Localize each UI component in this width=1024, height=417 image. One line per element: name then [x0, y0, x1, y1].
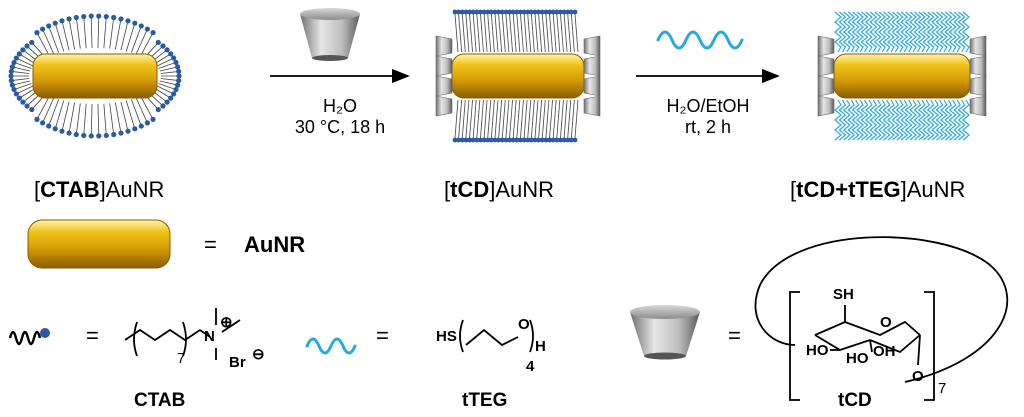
- stage-label-tcd-aunr: [tCD]AuNR: [444, 177, 555, 202]
- tcd-hydroxyl-3: OH: [873, 343, 896, 360]
- ctab-equals: =: [86, 323, 99, 348]
- ctab-symbol-icon: [8, 328, 50, 346]
- tteg-symbol-icon: [305, 337, 357, 355]
- tteg-hydrogen: H: [535, 338, 546, 355]
- tcd-equals: =: [728, 323, 741, 348]
- tcd-cup-icon: [630, 305, 700, 360]
- ctab-structure: [124, 308, 241, 360]
- tcd-aunr-figure: [435, 9, 601, 143]
- aunr-equals: =: [204, 232, 217, 257]
- tteg-thiol: HS: [436, 328, 457, 345]
- tcd-structure: [754, 236, 1009, 401]
- aunr-legend-rod: [27, 219, 171, 269]
- ctab-aunr-figure: [8, 13, 182, 139]
- tcd-hydroxyl-1: HO: [806, 342, 829, 359]
- tteg-name: tTEG: [462, 390, 508, 411]
- aunr-label: AuNR: [244, 232, 306, 257]
- tteg-structure: [459, 319, 534, 353]
- ctab-subscript: 7: [177, 350, 186, 367]
- tcd-subscript: 7: [938, 380, 947, 397]
- tcd-hydroxyl-2: HO: [846, 350, 869, 367]
- tcd-thiol: SH: [833, 286, 854, 303]
- ctab-name: CTAB: [134, 390, 186, 411]
- ctab-charge: ⊕: [220, 314, 233, 331]
- teg-wave-icon: [656, 30, 744, 50]
- tcd-ring-oxygen: O: [880, 314, 892, 331]
- stage-label-ctab-aunr: [CTAB]AuNR: [34, 177, 165, 202]
- tcd-link-oxygen: O: [912, 368, 924, 385]
- tteg-subscript: 4: [526, 358, 535, 375]
- stage-label-tcd-tteg-aunr: [tCD+tTEG]AuNR: [790, 177, 966, 202]
- cyclodextrin-cup-icon: [300, 8, 360, 61]
- ctab-nitrogen: N: [204, 328, 215, 345]
- ctab-counterion: Br: [229, 354, 246, 371]
- tcd-name: tCD: [838, 390, 872, 411]
- tcd-tteg-aunr-figure: [817, 11, 987, 141]
- tteg-oxygen: O: [518, 316, 530, 333]
- tteg-equals: =: [376, 323, 389, 348]
- ctab-anion-charge: ⊖: [252, 346, 265, 363]
